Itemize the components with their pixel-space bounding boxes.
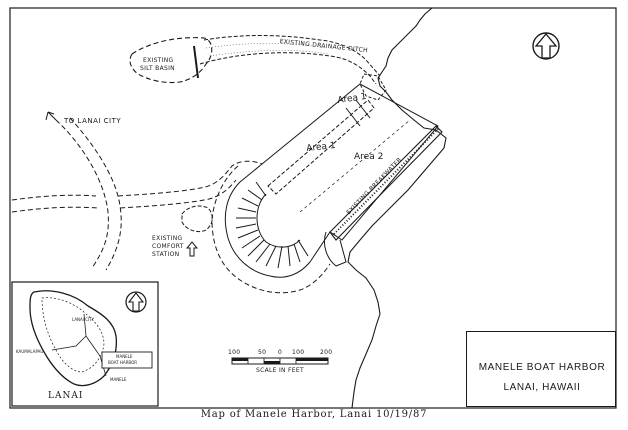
- scale-tick-100: 100: [292, 349, 305, 356]
- shoreline: [347, 7, 447, 409]
- inset-manele-label: MANELE: [110, 377, 127, 382]
- comfort-station-icon: [185, 241, 199, 257]
- title-block: MANELE BOAT HARBOR LANAI, HAWAII: [466, 331, 616, 407]
- parking-loop: [181, 205, 213, 233]
- breakwater: [329, 125, 443, 241]
- turning-basin-spokes: [235, 181, 309, 269]
- silt-basin-label-line2: SILT BASIN: [140, 65, 175, 72]
- comfort-station-label-line2: COMFORT: [152, 243, 184, 250]
- inset-manele-box-line1: MANELE: [116, 354, 133, 359]
- to-lanai-city-label: TO LANAI CITY: [64, 117, 122, 125]
- scale-bar-label: SCALE IN FEET: [256, 367, 304, 374]
- area-boundary-1: [267, 99, 375, 195]
- title-block-location: LANAI, HAWAII: [503, 382, 581, 393]
- silt-basin: [129, 37, 213, 84]
- map-border: [9, 7, 617, 409]
- area-boundary-2: [345, 99, 371, 127]
- road-arrow: [45, 111, 57, 121]
- inset-island-name: LANAI: [48, 391, 84, 401]
- scale-tick-100-left: 100: [228, 349, 241, 356]
- inset-manele-box-line2: BOAT HARBOR: [108, 360, 138, 365]
- north-arrow-icon: [532, 32, 560, 60]
- scale-bar: [231, 357, 329, 365]
- map-caption: Map of Manele Harbor, Lanai 10/19/87: [200, 409, 428, 420]
- drainage-ditch-lower: [199, 52, 377, 85]
- outer-dashed-perimeter: [211, 165, 331, 294]
- comfort-station-label-line1: EXISTING: [152, 235, 183, 242]
- inset-island-outline: [29, 290, 118, 387]
- inset-map-frame: [11, 281, 159, 407]
- drainage-ditch-upper: [203, 35, 381, 77]
- inset-lanai-city-label: LANAI CITY: [72, 317, 95, 322]
- road-to-harbor: [117, 160, 263, 209]
- breakwater-hatch: [333, 128, 439, 235]
- turning-basin-arc: [256, 193, 301, 248]
- silt-basin-weir: [193, 45, 199, 79]
- inset-island-inner: [41, 297, 105, 373]
- road-outer: [55, 119, 109, 269]
- inset-kaumalapau-label: KAUMALAPAU: [16, 349, 44, 354]
- harbor-basin-perimeter: [224, 83, 439, 278]
- scale-tick-0: 0: [278, 349, 283, 356]
- inset-roads: [51, 313, 107, 377]
- road-inner: [69, 117, 122, 271]
- breakwater-head: [323, 231, 347, 267]
- comfort-station-label-line3: STATION: [152, 251, 180, 258]
- road-west-branch: [11, 194, 99, 213]
- inset-manele-box: [101, 351, 153, 369]
- area2-label: Area 2: [354, 152, 384, 162]
- scale-tick-200: 200: [320, 349, 333, 356]
- title-block-name: MANELE BOAT HARBOR: [478, 362, 606, 373]
- drainage-ditch-fill: [205, 43, 329, 57]
- silt-basin-label-line1: EXISTING: [143, 57, 174, 64]
- north-arrow-icon: [125, 291, 147, 313]
- scale-tick-50: 50: [258, 349, 267, 356]
